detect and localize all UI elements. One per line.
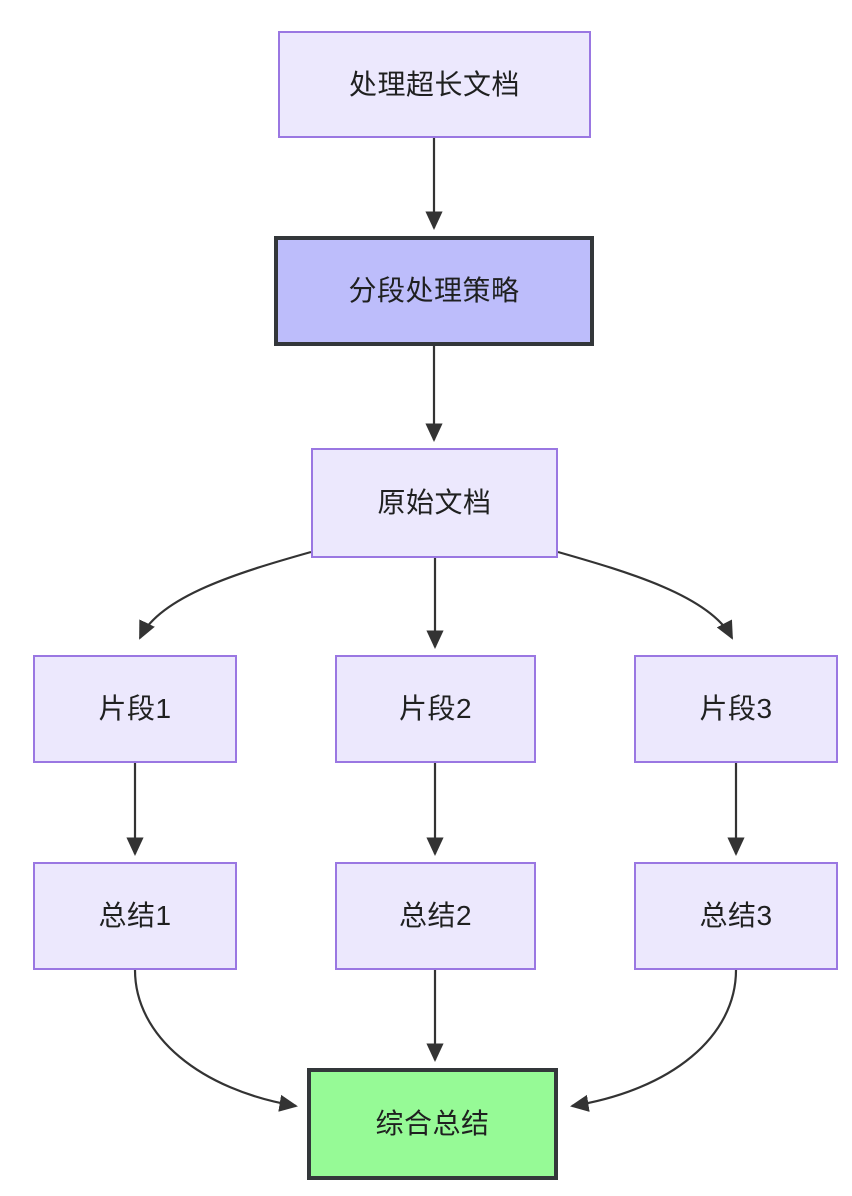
node-label: 片段3 bbox=[699, 693, 773, 725]
node-chunk-3[interactable]: 片段3 bbox=[634, 655, 838, 763]
node-label: 综合总结 bbox=[375, 1108, 490, 1140]
node-chunking-strategy[interactable]: 分段处理策略 bbox=[274, 236, 594, 346]
edge-sum3-to-final bbox=[570, 969, 738, 1112]
node-source-document[interactable]: 原始文档 bbox=[311, 448, 558, 558]
node-label: 原始文档 bbox=[377, 487, 492, 519]
node-label: 总结3 bbox=[699, 900, 773, 932]
node-label: 总结2 bbox=[398, 900, 473, 932]
node-label: 总结1 bbox=[98, 900, 172, 932]
edge-source-to-chunk3 bbox=[557, 550, 733, 640]
node-chunk-1[interactable]: 片段1 bbox=[33, 655, 237, 763]
node-label: 分段处理策略 bbox=[348, 275, 520, 307]
node-combined-summary[interactable]: 综合总结 bbox=[307, 1068, 558, 1180]
node-summary-3[interactable]: 总结3 bbox=[634, 862, 838, 970]
node-process-long-document[interactable]: 处理超长文档 bbox=[278, 31, 591, 138]
node-label: 片段1 bbox=[98, 693, 172, 725]
node-summary-1[interactable]: 总结1 bbox=[33, 862, 237, 970]
edge-source-to-chunk1 bbox=[139, 550, 312, 640]
node-label: 片段2 bbox=[398, 693, 473, 725]
node-label: 处理超长文档 bbox=[348, 68, 520, 100]
edge-sum1-to-final bbox=[133, 969, 298, 1112]
node-summary-2[interactable]: 总结2 bbox=[335, 862, 536, 970]
node-chunk-2[interactable]: 片段2 bbox=[335, 655, 536, 763]
